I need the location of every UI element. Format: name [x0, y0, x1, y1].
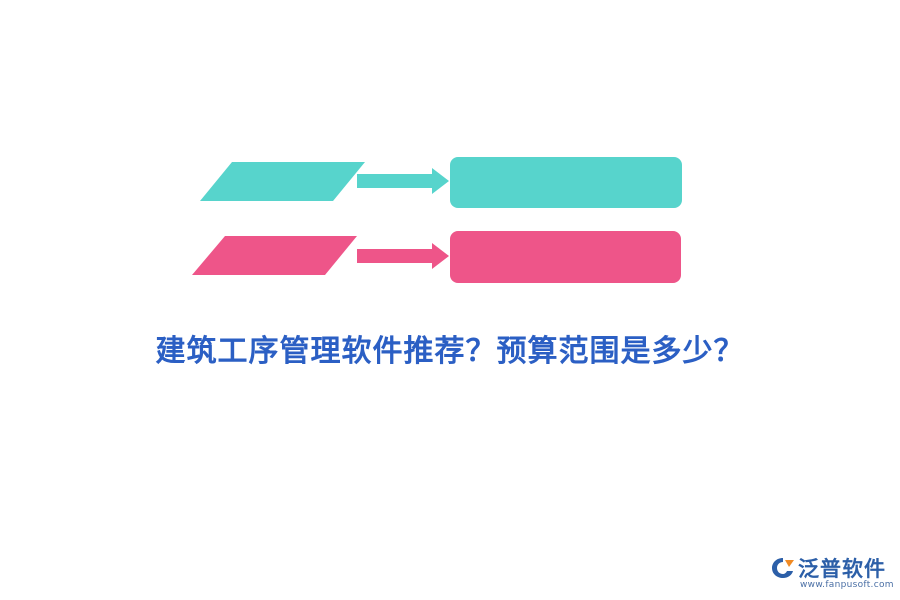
- teal-parallelogram: [200, 162, 365, 201]
- headline: 建筑工序管理软件推荐？预算范围是多少？: [155, 334, 745, 369]
- fanpu-logo-icon: [772, 558, 794, 578]
- logo-name: 泛普软件: [798, 557, 886, 581]
- teal-box: [450, 157, 682, 208]
- fanpu-logo: 泛普软件 www.fanpusoft.com: [770, 553, 895, 593]
- pink-arrow: [357, 243, 449, 269]
- logo-url: www.fanpusoft.com: [800, 580, 894, 590]
- pink-parallelogram: [192, 236, 357, 275]
- pink-box: [450, 231, 681, 283]
- teal-arrow: [357, 168, 449, 194]
